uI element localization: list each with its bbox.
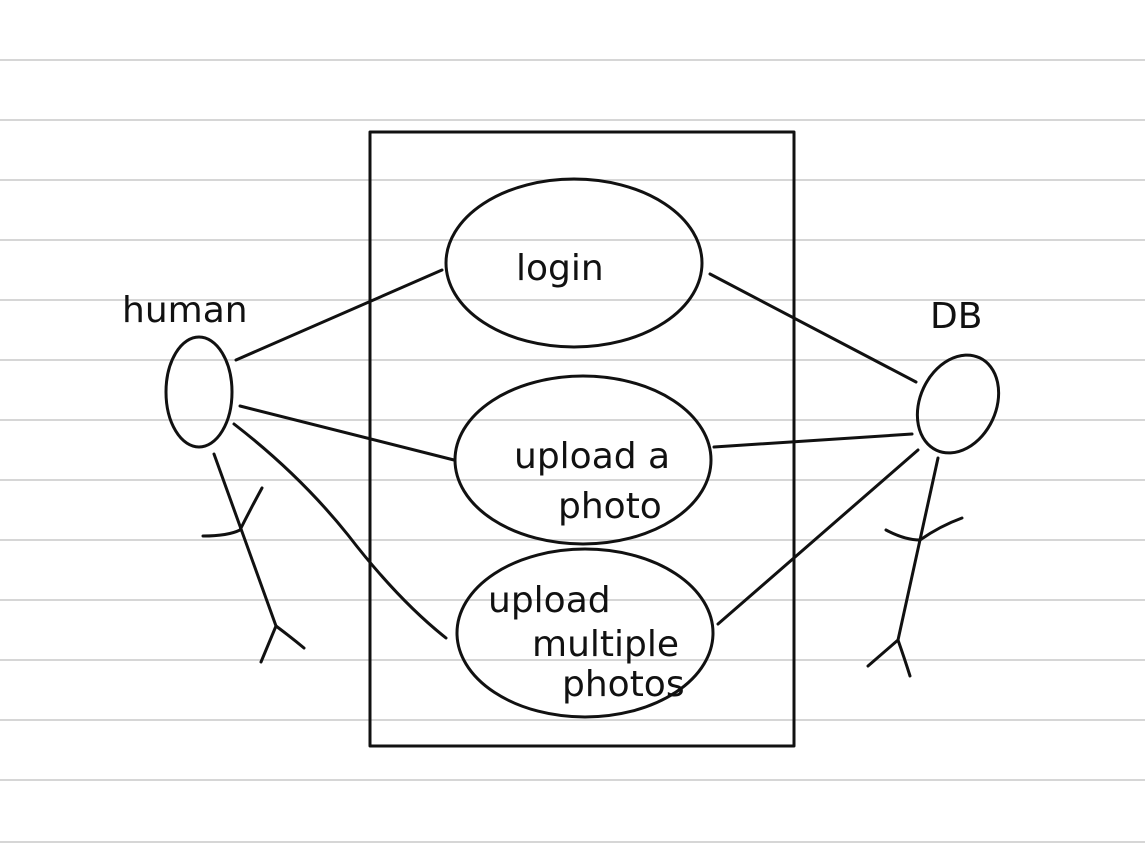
association-human-upload-photo <box>238 404 456 462</box>
use-case-login-ellipse <box>444 177 704 349</box>
actor-db-arms <box>884 516 964 542</box>
use-case-upload-photo-label-line-2: photo <box>558 486 662 527</box>
actor-db-label: DB <box>930 296 982 337</box>
actor-human: human <box>122 290 306 664</box>
use-case-upload-multiple: upload multiple photos <box>455 547 715 719</box>
ruled-lines <box>0 59 1145 843</box>
use-case-upload-multiple-ellipse <box>455 547 715 719</box>
actor-human-body <box>212 452 278 628</box>
actor-human-label: human <box>122 290 248 331</box>
use-case-upload-photo: upload a photo <box>453 374 713 546</box>
use-case-login-label: login <box>516 248 604 289</box>
use-case-upload-multiple-label-line-3: photos <box>562 664 685 705</box>
association-db-upload-multiple <box>716 448 920 626</box>
actor-db-head <box>915 353 1001 455</box>
association-human-login <box>234 268 444 362</box>
association-db-login <box>708 272 918 384</box>
use-case-upload-multiple-label-line-2: multiple <box>532 624 679 665</box>
associations-db <box>708 272 920 626</box>
associations-human <box>232 268 456 640</box>
actor-db-body <box>896 456 940 642</box>
actor-human-arms <box>201 486 264 538</box>
use-case-login: login <box>444 177 704 349</box>
actor-human-legs <box>259 624 306 664</box>
use-case-upload-multiple-label-line-1: upload <box>488 580 611 621</box>
actor-db-legs <box>866 638 912 678</box>
association-db-upload-photo <box>712 432 914 449</box>
use-case-upload-photo-label-line-1: upload a <box>514 436 670 477</box>
association-human-upload-multiple <box>232 422 448 640</box>
actor-db: DB <box>866 296 1001 678</box>
actor-human-head <box>164 335 234 449</box>
